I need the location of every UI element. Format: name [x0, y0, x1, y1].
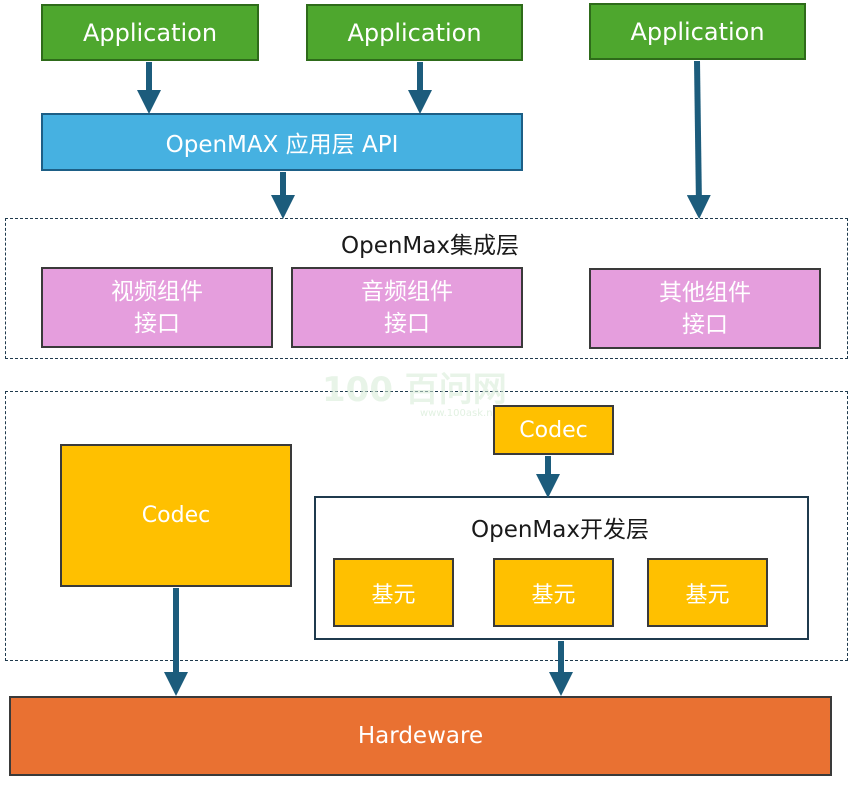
- application-label: Application: [82, 18, 218, 47]
- component-label-line1: 其他组件: [659, 279, 751, 306]
- watermark-url: www.100ask.net: [420, 408, 503, 419]
- hardware-label: Hardeware: [357, 723, 484, 749]
- api-layer-label: OpenMAX 应用层 API: [165, 132, 399, 158]
- integration-layer-container: [5, 218, 848, 359]
- lower-layer-container: [5, 391, 848, 661]
- component-label-line2: 接口: [134, 310, 180, 337]
- other-component-box: 其他组件 接口: [589, 268, 821, 349]
- component-label-line2: 接口: [384, 310, 430, 337]
- element-label: 基元: [371, 582, 416, 608]
- component-label-line2: 接口: [682, 311, 728, 338]
- application-box-3: Application: [589, 3, 806, 60]
- api-layer-box: OpenMAX 应用层 API: [41, 113, 523, 171]
- element-label: 基元: [685, 582, 730, 608]
- audio-component-box: 音频组件 接口: [291, 267, 523, 348]
- element-box-1: 基元: [333, 558, 454, 627]
- application-label: Application: [630, 17, 765, 46]
- application-label: Application: [347, 18, 482, 47]
- element-box-2: 基元: [493, 558, 614, 627]
- element-label: 基元: [531, 582, 576, 608]
- codec-label: Codec: [141, 503, 211, 528]
- hardware-box: Hardeware: [9, 696, 832, 776]
- element-box-3: 基元: [647, 558, 768, 627]
- codec-box-left: Codec: [60, 444, 292, 587]
- codec-label: Codec: [519, 417, 588, 443]
- component-label-line1: 视频组件: [111, 278, 203, 305]
- dev-layer-title: OpenMax开发层: [471, 517, 649, 543]
- arrow-app3-to-integration: [686, 60, 711, 219]
- application-box-2: Application: [306, 4, 523, 61]
- integration-layer-title: OpenMax集成层: [341, 233, 519, 259]
- component-label-line1: 音频组件: [361, 278, 453, 305]
- application-box-1: Application: [41, 4, 259, 61]
- video-component-box: 视频组件 接口: [41, 267, 273, 348]
- codec-box-top: Codec: [493, 405, 614, 455]
- watermark: 100 百问网: [322, 370, 507, 410]
